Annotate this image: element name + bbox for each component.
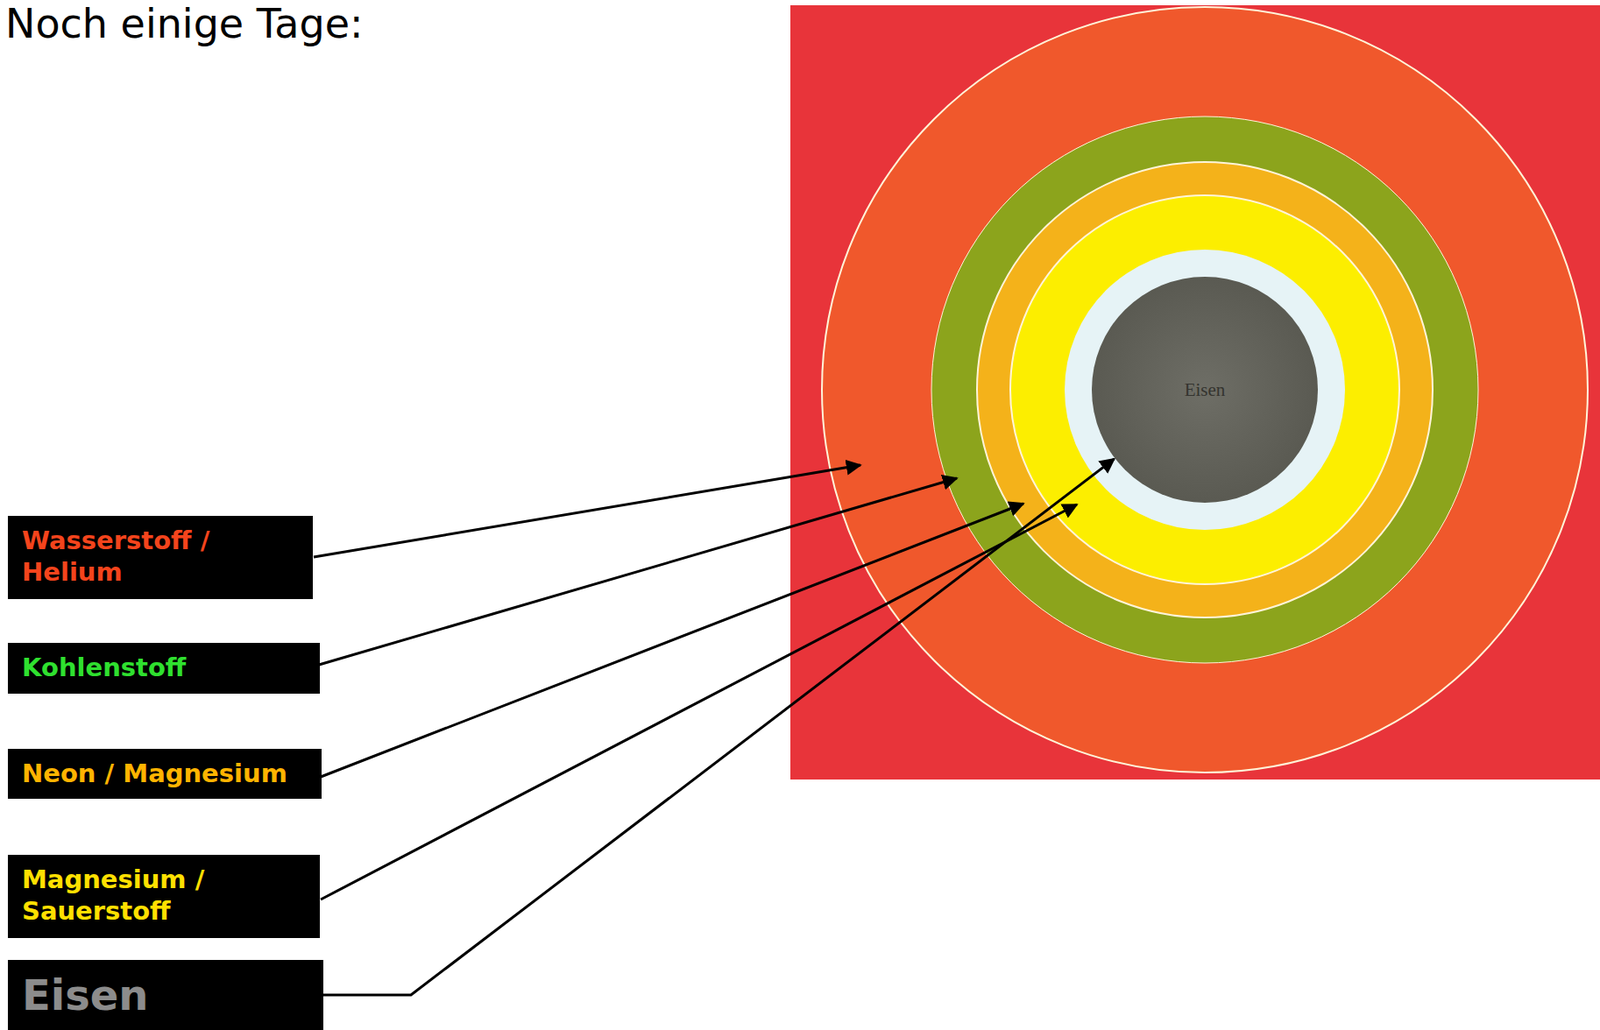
magnesium-oxygen-shell [1010,195,1400,585]
leader-line [320,504,1077,900]
element-label-box: Wasserstoff / Helium [7,516,313,600]
iron-core: Eisen [1090,276,1319,504]
connector-arrow [323,459,1115,996]
element-label: Eisen [21,969,310,1022]
element-label: Neon / Magnesium [21,757,308,790]
element-label-box: Eisen [7,960,324,1030]
element-label-box: Kohlenstoff [7,643,320,694]
carbon-shell [931,116,1479,664]
element-label-box: Neon / Magnesium [7,749,322,800]
element-label: Kohlenstoff [21,651,306,684]
background-square [790,5,1600,780]
neon-magnesium-shell [976,162,1433,618]
element-label: Magnesium / Sauerstoff [21,863,233,928]
silicon-shell [1064,249,1346,531]
hydrogen-helium-shell [821,7,1588,773]
leader-line [318,478,957,666]
leader-lines [313,465,1077,900]
core-disc [1091,276,1318,503]
element-label-box: Magnesium / Sauerstoff [7,855,320,939]
core-label: Eisen [1184,379,1226,402]
leader-line [313,465,861,558]
element-label: Wasserstoff / Helium [21,524,233,589]
leader-line [320,503,1024,778]
slide-title: Noch einige Tage: [5,0,363,48]
